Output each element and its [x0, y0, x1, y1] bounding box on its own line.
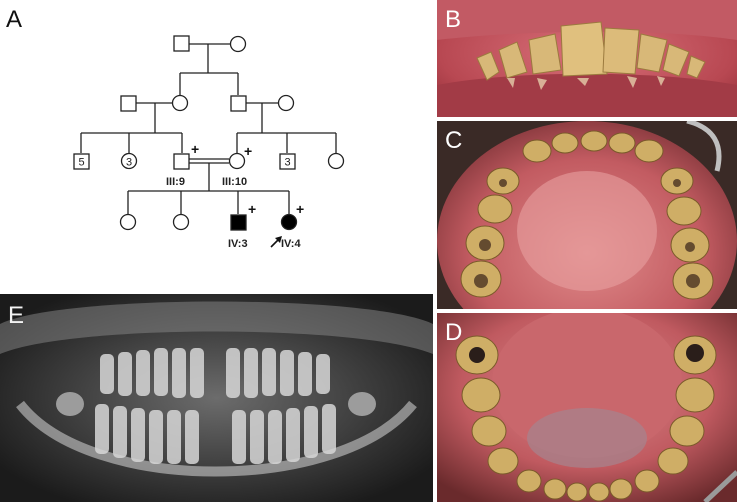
father-symbol — [173, 153, 190, 170]
panel-letter-b: B — [445, 6, 462, 33]
gen3-sisters — [120, 152, 138, 170]
affected-son-marker: + — [248, 201, 256, 217]
gen2-female-left — [171, 94, 189, 112]
affected-son-symbol — [230, 214, 247, 231]
panel-letter-a: A — [6, 6, 23, 33]
mother-symbol — [228, 152, 246, 170]
pedigree-panel: A — [0, 0, 430, 290]
gen4-unaffected-daughter-1 — [119, 213, 137, 231]
frontal-teeth-photo: B — [437, 0, 737, 117]
brothers-count: 5 — [78, 157, 84, 169]
panel-letter-c: C — [445, 127, 463, 154]
mother-carrier-marker: + — [244, 143, 252, 159]
gen3-brothers — [73, 153, 90, 170]
proband-arrow-icon — [275, 236, 282, 243]
gen1-female — [229, 35, 247, 53]
sisters-count: 3 — [126, 157, 132, 169]
father-label: III:9 — [166, 176, 185, 188]
panel-letter-e: E — [8, 302, 25, 329]
gen1-male — [173, 35, 190, 52]
proband-label: IV:4 — [281, 238, 301, 250]
affected-son-label: IV:3 — [228, 238, 248, 250]
pedigree-chart: 5 3 3 + + + + III:9 III:10 IV:3 IV:4 — [73, 35, 345, 250]
proband-marker: + — [296, 201, 304, 217]
panoramic-radiograph: E — [0, 294, 433, 502]
gen4-unaffected-daughter-2 — [172, 213, 190, 231]
cousin-brothers-count: 3 — [284, 157, 290, 169]
proband-symbol — [280, 213, 298, 231]
upper-arch-photo: C — [437, 121, 737, 309]
gen2-female-right — [277, 94, 295, 112]
mother-label: III:10 — [222, 176, 247, 188]
gen2-male-right — [230, 95, 247, 112]
panel-letter-d: D — [445, 319, 463, 346]
gen2-male-left — [120, 95, 137, 112]
gen3-cousin-sister — [327, 152, 345, 170]
gen3-cousin-brothers — [279, 153, 296, 170]
father-carrier-marker: + — [191, 141, 199, 157]
lower-arch-photo: D — [437, 313, 737, 502]
